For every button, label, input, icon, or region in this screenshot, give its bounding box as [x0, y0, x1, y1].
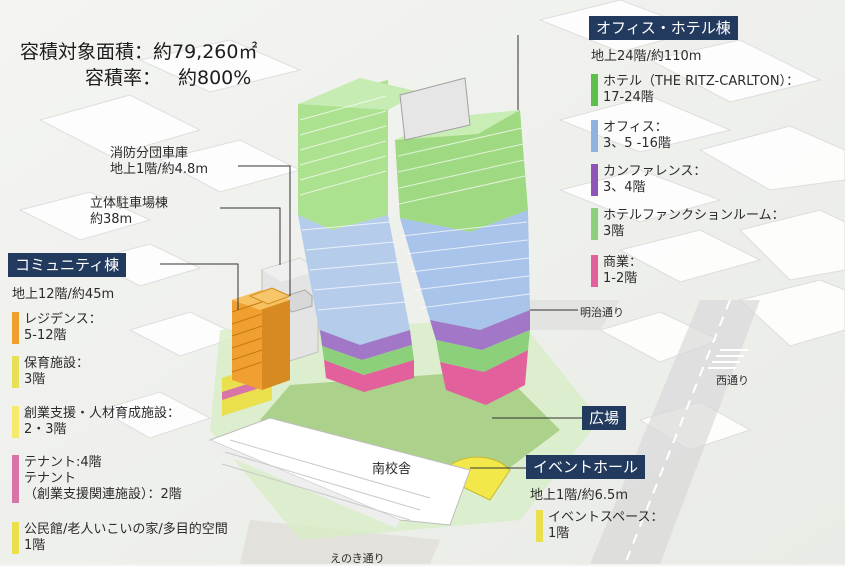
community-title: コミュニティ棟: [8, 253, 127, 277]
office-hotel-title: オフィス・ホテル棟: [589, 16, 738, 40]
legend-tenant: テナント:4階テナント（創業支援関連施設）：2階: [12, 455, 182, 503]
floor-area-label: 容積対象面積：約79,260㎡: [20, 41, 258, 63]
parking-label: 立体駐車場棟約38m: [90, 196, 169, 227]
legend-startup-support: 創業支援・人材育成施設：2・3階: [12, 406, 180, 438]
legend-event-space: イベントスペース：1階: [536, 510, 663, 542]
event-hall-title: イベントホール: [526, 455, 646, 479]
community-subtitle: 地上12階/約45m: [12, 287, 115, 302]
plaza-label: 広場: [582, 406, 627, 430]
legend-office: オフィス：3、5 -16階: [591, 120, 671, 152]
floor-area-ratio-label: 容積率：: [85, 67, 162, 89]
legend-hotel: ホテル（THE RITZ-CARLTON）：17-24階: [591, 74, 799, 106]
legend-hotel-function-room: ホテルファンクションルーム：3階: [591, 208, 785, 240]
floor-area-ratio-value: 約800%: [178, 67, 252, 89]
legend-commercial: 商業：1-2階: [591, 255, 642, 287]
meiji-dori-label: 明治通り: [580, 306, 624, 319]
south-school-label: 南校舎: [372, 462, 412, 477]
legend-nursery: 保育施設：3階: [12, 356, 89, 388]
office-hotel-subtitle: 地上24階/約110m: [591, 49, 702, 64]
enoki-dori-label: えのき通り: [330, 552, 385, 565]
fire-garage-label: 消防分団車庫地上1階/約4.8m: [110, 146, 208, 177]
legend-conference: カンファレンス：3、4階: [591, 164, 706, 196]
legend-residence: レジデンス：5-12階: [12, 312, 102, 344]
nishi-dori-label: 西通り: [716, 374, 749, 387]
event-hall-subtitle: 地上1階/約6.5m: [530, 488, 628, 503]
